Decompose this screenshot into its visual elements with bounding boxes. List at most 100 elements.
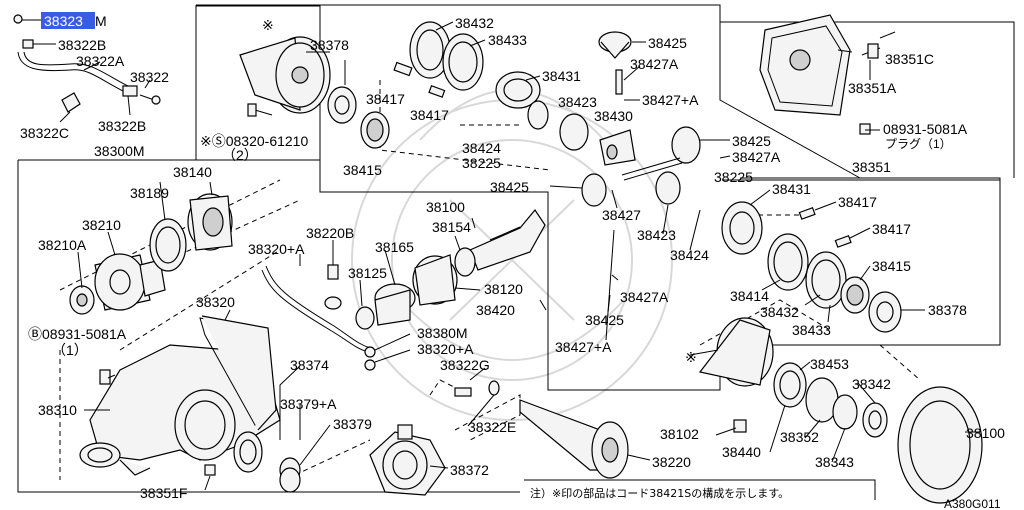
part-label-38433-right[interactable]: 38433 [792,322,831,338]
part-label-38430[interactable]: 38430 [594,108,633,124]
part-label-38427a-bottom[interactable]: 38427A [620,289,669,305]
part-label-38102[interactable]: 38102 [660,426,699,442]
part-label-38417-a[interactable]: 38417 [366,91,405,107]
part-label-38414[interactable]: 38414 [730,288,769,304]
part-label-38417-right-2[interactable]: 38417 [872,221,911,237]
part-label-38320pa-bottom[interactable]: 38320+A [417,341,474,357]
part-label-38300m[interactable]: 38300M [94,143,145,159]
part-label-38320[interactable]: 38320 [196,294,235,310]
part-label-38322a[interactable]: 38322A [76,53,125,69]
part-label-38372[interactable]: 38372 [450,462,489,478]
bolt-spec-label[interactable]: ※Ⓢ08320-61210 [200,133,308,149]
pinion-gears-top [495,31,701,207]
plug-spec-label[interactable]: 08931-5081A [883,121,968,137]
part-label-38140[interactable]: 38140 [173,164,212,180]
companion-flange [69,193,233,315]
part-label-38322e[interactable]: 38322E [468,419,516,435]
part-label-38423-right[interactable]: 38423 [637,227,676,243]
part-label-38427pa-top[interactable]: 38427+A [642,92,699,108]
part-label-38378-right[interactable]: 38378 [928,302,967,318]
footnote: 注）※印の部品はコード38421Sの構成を示します。 [530,486,789,500]
part-label-38120[interactable]: 38120 [484,281,523,297]
side-bearings-top [393,21,484,98]
part-label-38343[interactable]: 38343 [815,454,854,470]
plug-name-label: プラグ（1） [885,137,952,151]
part-label-38322g[interactable]: 38322G [440,357,490,373]
part-label-38210a[interactable]: 38210A [38,237,87,253]
part-label-38425-mid[interactable]: 38425 [732,133,771,149]
diff-housing [79,315,281,476]
part-label-38453[interactable]: 38453 [810,356,849,372]
part-label-38431-right[interactable]: 38431 [772,181,811,197]
part-label-38323m-suffix: M [95,13,107,29]
part-label-38220[interactable]: 38220 [652,454,691,470]
diff-case-right [698,201,902,387]
part-label-38210[interactable]: 38210 [82,217,121,233]
part-label-38351a[interactable]: 38351A [848,80,897,96]
part-label-38424-top[interactable]: 38424 [462,140,501,156]
ring-gear-parts [733,362,983,504]
highlight-box [41,12,95,29]
part-label-38424-right[interactable]: 38424 [670,247,709,263]
part-label-38431-top[interactable]: 38431 [542,68,581,84]
part-label-38100-bottom[interactable]: 38100 [966,425,1005,441]
part-label-38225-right[interactable]: 38225 [714,169,753,185]
part-label-38225-top[interactable]: 38225 [462,155,501,171]
part-label-38425-left[interactable]: 38425 [490,179,529,195]
part-label-38378-top[interactable]: 38378 [310,37,349,53]
part-label-38322[interactable]: 38322 [130,69,169,85]
part-label-38427a-mid[interactable]: 38427A [732,149,781,165]
part-label-38189[interactable]: 38189 [130,185,169,201]
part-label-38379[interactable]: 38379 [333,416,372,432]
part-label-38425-bottom[interactable]: 38425 [585,312,624,328]
bolt-qty-label: （2） [222,147,258,163]
part-label-38322b-top[interactable]: 38322B [58,37,106,53]
part-label-38433-top[interactable]: 38433 [488,32,527,48]
star-mark-right: ※ [685,349,697,365]
part-label-38125[interactable]: 38125 [348,265,387,281]
part-label-38425-top[interactable]: 38425 [648,35,687,51]
part-label-38220b[interactable]: 38220B [306,225,354,241]
diff-case-top [239,36,390,149]
part-label-38440[interactable]: 38440 [722,444,761,460]
part-label-38427a-top[interactable]: 38427A [630,56,679,72]
part-label-38352[interactable]: 38352 [780,429,819,445]
part-label-38342[interactable]: 38342 [852,376,891,392]
part-label-38323m[interactable]: 38323 [44,13,83,29]
part-label-38310[interactable]: 38310 [38,402,77,418]
drive-pinion [324,208,546,330]
part-label-38415-top[interactable]: 38415 [343,162,382,178]
bolt-b-qty-label: （1） [52,342,88,358]
part-label-38423-top[interactable]: 38423 [558,94,597,110]
part-label-38427pa-bottom[interactable]: 38427+A [555,339,612,355]
part-label-38380m[interactable]: 38380M [417,325,468,341]
star-mark-top: ※ [262,17,274,33]
side-shaft [454,380,629,479]
side-retainer [369,424,446,496]
part-label-38432-right[interactable]: 38432 [760,304,799,320]
leader-lines [33,19,980,491]
part-label-38320pa-top[interactable]: 38320+A [248,241,305,257]
diagram-code: A380G011 [944,497,1001,510]
part-label-38322b-bottom[interactable]: 38322B [98,118,146,134]
part-label-38100-top[interactable]: 38100 [426,199,465,215]
breather-pipe [261,265,376,371]
breather-hose [13,14,161,113]
part-label-38154[interactable]: 38154 [432,219,471,235]
part-label-38374[interactable]: 38374 [290,357,329,373]
oil-seals [233,431,301,493]
part-label-38432-top[interactable]: 38432 [455,15,494,31]
part-label-38165[interactable]: 38165 [375,239,414,255]
part-label-38351[interactable]: 38351 [852,159,891,175]
part-label-38417-b[interactable]: 38417 [410,107,449,123]
bolt-b-spec-label[interactable]: Ⓑ08931-5081A [28,326,127,342]
part-label-38379pa[interactable]: 38379+A [280,396,337,412]
part-label-38427[interactable]: 38427 [602,207,641,223]
part-label-38420[interactable]: 38420 [476,302,515,318]
part-label-38417-right-1[interactable]: 38417 [838,194,877,210]
part-label-38322c[interactable]: 38322C [20,125,69,141]
part-label-38415-right[interactable]: 38415 [872,258,911,274]
part-label-38351f[interactable]: 38351F [140,485,187,501]
part-label-38351c[interactable]: 38351C [885,51,934,67]
